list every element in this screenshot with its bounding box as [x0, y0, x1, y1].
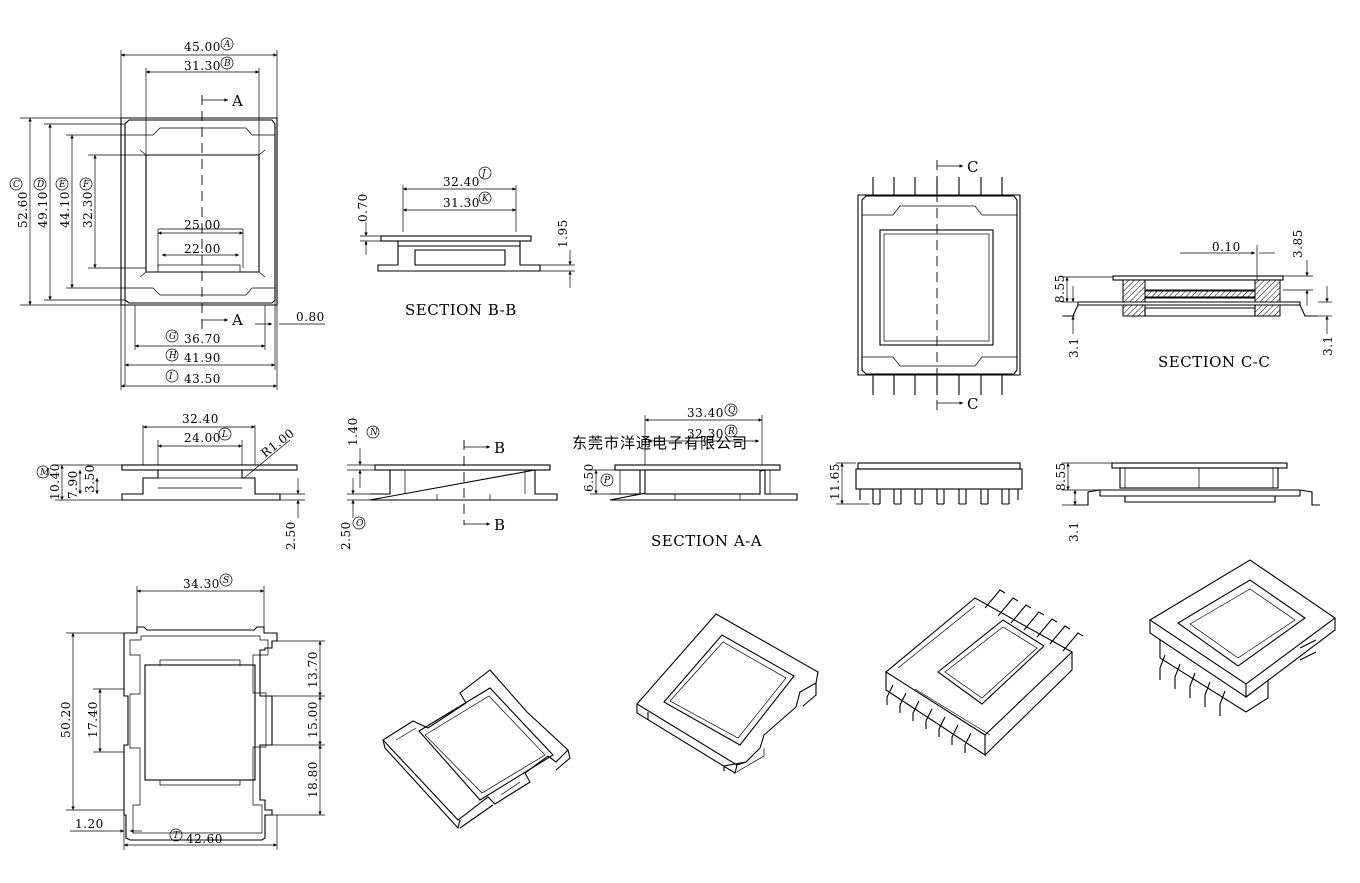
- dim-8-55-cc: 8.55: [1053, 274, 1067, 303]
- pin-top-view: C C: [857, 158, 1021, 413]
- tag-n: N: [369, 428, 379, 438]
- dim-1-20: 1.20: [75, 817, 104, 831]
- dim-52-60: 52.60: [16, 191, 30, 228]
- tag-a: A: [223, 40, 231, 50]
- dim-6-50: 6.50: [582, 463, 596, 492]
- cut-letter-b-top: B: [494, 439, 506, 457]
- tag-b: B: [223, 59, 231, 69]
- section-aa-label: SECTION A-A: [651, 532, 762, 550]
- side-view-1: 32.40 24.00 L R1.00 10.40 M 7.90 3.50 2.…: [36, 412, 305, 550]
- dim-22-00: 22.00: [184, 242, 221, 256]
- tag-g: G: [169, 332, 176, 342]
- side-view-2: B B 1.40 N 2.50 O: [339, 417, 558, 550]
- dim-32-30: 32.30: [81, 191, 95, 228]
- tag-p: P: [603, 476, 611, 486]
- dim-50-20: 50.20: [59, 701, 73, 738]
- dim-1-95-bb: 1.95: [556, 219, 570, 248]
- company-watermark: 东莞市洋通电子有限公司: [572, 434, 748, 452]
- tag-h: H: [168, 351, 177, 361]
- tag-q: Q: [728, 406, 736, 416]
- dim-11-65: 11.65: [828, 463, 842, 500]
- tag-c: C: [13, 180, 20, 190]
- dim-17-40: 17.40: [86, 701, 100, 738]
- cut-letter-c-bottom: C: [967, 395, 979, 413]
- dim-18-80: 18.80: [306, 761, 320, 798]
- tag-l: L: [221, 430, 228, 440]
- isometric-frame-view: [636, 613, 819, 774]
- dim-33-40: 33.40: [687, 406, 724, 420]
- tag-o: O: [356, 519, 364, 529]
- dim-36-70: 36.70: [184, 332, 221, 346]
- dim-42-60: 42.60: [186, 832, 223, 846]
- side-view-3: 11.65: [828, 462, 1023, 505]
- dim-r1-00: R1.00: [258, 426, 297, 461]
- cut-letter-a-bottom: A: [231, 311, 243, 329]
- dim-1-40: 1.40: [346, 417, 360, 446]
- isometric-underside-view: [1148, 559, 1336, 716]
- dim-2-50-sv1: 2.50: [284, 521, 298, 550]
- dim-3-85-cc: 3.85: [1291, 229, 1305, 258]
- section-bb-label: SECTION B-B: [405, 301, 517, 319]
- dim-8-55-sv4: 8.55: [1054, 462, 1068, 491]
- dim-2-50-sv2: 2.50: [339, 521, 353, 550]
- tag-k: K: [481, 194, 490, 204]
- dim-41-90: 41.90: [184, 351, 221, 365]
- dim-25-00: 25.00: [184, 218, 221, 232]
- dim-10-40: 10.40: [48, 463, 62, 500]
- dim-7-90: 7.90: [66, 470, 80, 499]
- section-cc-view: 8.55 3.1 0.10 3.85 3.1 SECTION C-C: [1053, 229, 1335, 371]
- dim-32-40-bb: 32.40: [443, 175, 480, 189]
- bottom-view: 34.30 S 50.20 17.40 13.70 15.00 18.80 42…: [59, 573, 325, 850]
- section-bb-view: 32.40 J 31.30 K 0.70 1.95 SECTION B-B: [356, 166, 575, 319]
- tag-i: I: [168, 372, 173, 382]
- section-aa-view: 33.40 Q 32.30 R 6.50 P SECTION A-A: [582, 403, 798, 550]
- cut-letter-a-top: A: [231, 92, 243, 110]
- dim-44-10: 44.10: [58, 191, 72, 228]
- dim-24-00: 24.00: [184, 431, 221, 445]
- cut-letter-c-top: C: [967, 158, 979, 176]
- dim-34-30: 34.30: [183, 577, 220, 591]
- dim-3-1-sv4: 3.1: [1067, 521, 1081, 542]
- isometric-plate-view: [382, 669, 571, 830]
- dim-3-50: 3.50: [83, 464, 97, 493]
- tag-t: T: [173, 831, 180, 841]
- tag-s: S: [223, 576, 229, 586]
- dim-45-00: 45.00: [184, 40, 221, 54]
- dim-15-00: 15.00: [306, 701, 320, 738]
- side-view-4: 8.55 3.1: [1054, 462, 1320, 542]
- dim-0-10-cc: 0.10: [1212, 240, 1241, 254]
- dim-3-1-cc-left: 3.1: [1067, 337, 1081, 358]
- dim-31-30-bb: 31.30: [443, 196, 480, 210]
- isometric-assembly-view: [885, 589, 1084, 757]
- dim-3-1-cc-right: 3.1: [1321, 335, 1335, 356]
- tag-f: F: [82, 180, 90, 190]
- section-cc-label: SECTION C-C: [1158, 353, 1270, 371]
- tag-j: J: [480, 169, 487, 179]
- tag-e: E: [58, 180, 66, 190]
- dim-31-30: 31.30: [184, 59, 221, 73]
- dim-32-40-sv1: 32.40: [182, 412, 219, 426]
- dim-49-10: 49.10: [36, 191, 50, 228]
- dim-32-30-aa: 32.30: [687, 427, 724, 441]
- dim-0-70-bb: 0.70: [356, 193, 370, 222]
- dim-43-50: 43.50: [184, 372, 221, 386]
- tag-r: R: [727, 427, 735, 437]
- cut-letter-b-bottom: B: [494, 516, 506, 534]
- tag-m: M: [39, 468, 50, 478]
- tag-d: D: [36, 180, 44, 190]
- top-view: A A 45.00 A 31.30 B 25.00 22.00 52.60 C …: [9, 37, 325, 390]
- dim-13-70: 13.70: [306, 651, 320, 688]
- dim-0-80: 0.80: [296, 310, 325, 324]
